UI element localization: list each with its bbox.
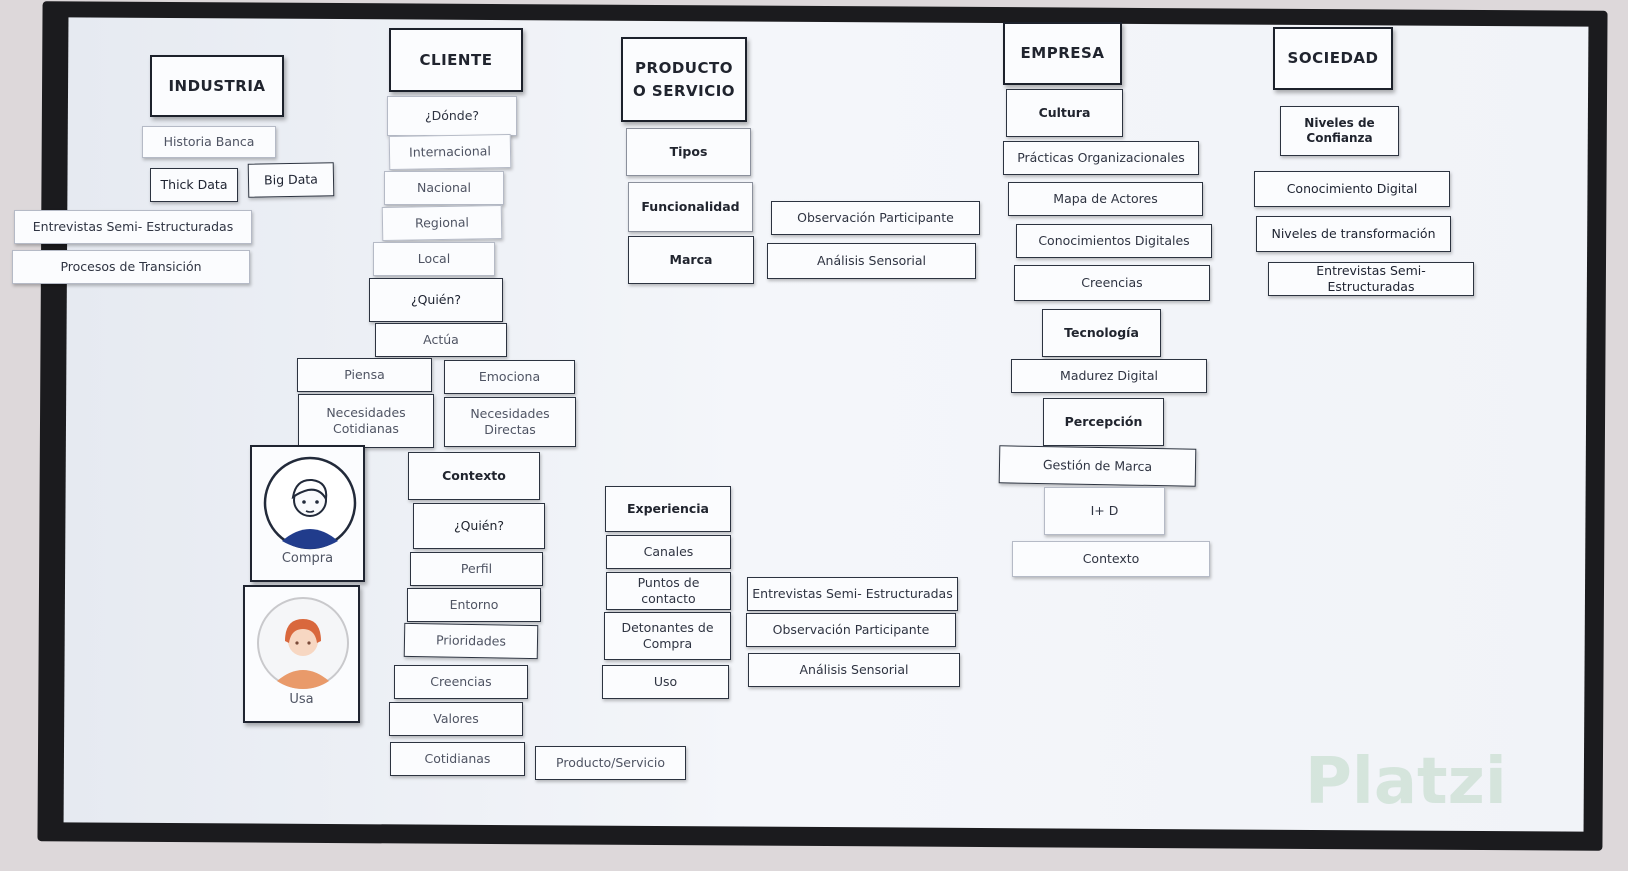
card-tecnologia: Tecnología — [1042, 309, 1161, 357]
persona-card-compra: Compra — [250, 445, 365, 582]
card-marca: Marca — [628, 236, 754, 284]
card-necesidades-cotidianas: Necesidades Cotidianas — [298, 394, 434, 448]
header-empresa: EMPRESA — [1003, 22, 1122, 85]
card-piensa: Piensa — [297, 358, 432, 392]
persona-label-usa: Usa — [289, 692, 314, 707]
card-madurez-digital: Madurez Digital — [1011, 359, 1207, 393]
card-prioridades: Prioridades — [403, 622, 539, 660]
card-valores: Valores — [389, 702, 523, 736]
card-entrevistas-sociedad: Entrevistas Semi- Estructuradas — [1268, 262, 1474, 296]
card-mapa-actores: Mapa de Actores — [1008, 182, 1203, 216]
card-local: Local — [373, 242, 495, 276]
card-tipos: Tipos — [626, 128, 751, 176]
card-quien-contexto: ¿Quién? — [413, 503, 545, 549]
persona-label-compra: Compra — [281, 551, 334, 566]
card-producto-servicio: Producto/Servicio — [535, 746, 686, 780]
card-observacion-experiencia: Observación Participante — [746, 613, 956, 647]
header-producto: PRODUCTO O SERVICIO — [621, 37, 747, 122]
card-analisis-producto: Análisis Sensorial — [767, 243, 976, 279]
card-percepcion: Percepción — [1043, 398, 1164, 446]
card-analisis-experiencia: Análisis Sensorial — [748, 653, 960, 687]
platzi-watermark: Platzi — [1305, 745, 1507, 819]
card-niveles-confianza: Niveles de Confianza — [1280, 106, 1399, 156]
card-big-data: Big Data — [247, 162, 335, 198]
card-cotidianas: Cotidianas — [390, 742, 525, 776]
persona-avatar-icon — [257, 597, 349, 689]
card-conocimiento-digital: Conocimiento Digital — [1254, 171, 1450, 207]
card-practicas: Prácticas Organizacionales — [1003, 141, 1199, 175]
card-funcionalidad: Funcionalidad — [628, 182, 753, 232]
card-canales: Canales — [606, 535, 731, 569]
card-entrevistas-industria: Entrevistas Semi- Estructuradas — [14, 210, 252, 244]
card-contexto-cliente: Contexto — [408, 452, 540, 500]
card-emociona: Emociona — [444, 360, 575, 394]
header-industria: INDUSTRIA — [150, 55, 284, 117]
card-nacional: Nacional — [384, 171, 504, 205]
card-gestion-marca: Gestión de Marca — [998, 445, 1197, 487]
card-quien: ¿Quién? — [369, 278, 503, 322]
card-detonantes: Detonantes de Compra — [604, 612, 731, 660]
card-actua: Actúa — [375, 323, 507, 357]
header-cliente: CLIENTE — [389, 28, 523, 92]
persona-avatar-icon — [263, 456, 357, 550]
persona-card-usa: Usa — [243, 585, 360, 723]
card-cultura: Cultura — [1006, 89, 1123, 137]
card-thick-data: Thick Data — [150, 168, 238, 202]
card-internacional: Internacional — [388, 133, 512, 171]
card-niveles-transformacion: Niveles de transformación — [1256, 216, 1451, 252]
card-perfil: Perfil — [410, 552, 543, 586]
card-procesos-transicion: Procesos de Transición — [12, 250, 250, 284]
card-uso: Uso — [602, 665, 729, 699]
card-puntos-contacto: Puntos de contacto — [606, 572, 731, 610]
card-historia-banca: Historia Banca — [142, 126, 276, 158]
card-necesidades-directas: Necesidades Directas — [444, 397, 576, 447]
header-sociedad: SOCIEDAD — [1273, 27, 1393, 90]
card-experiencia: Experiencia — [605, 486, 731, 532]
card-regional: Regional — [381, 204, 503, 242]
card-donde: ¿Dónde? — [387, 96, 517, 136]
card-entorno: Entorno — [407, 588, 541, 622]
card-contexto-empresa: Contexto — [1012, 541, 1210, 577]
card-entrevistas-experiencia: Entrevistas Semi- Estructuradas — [747, 577, 958, 611]
card-observacion-producto: Observación Participante — [771, 201, 980, 235]
card-conocimientos-digitales: Conocimientos Digitales — [1016, 224, 1212, 258]
card-i-d: I+ D — [1044, 487, 1165, 535]
card-creencias-empresa: Creencias — [1014, 265, 1210, 301]
card-creencias-cliente: Creencias — [394, 665, 528, 699]
